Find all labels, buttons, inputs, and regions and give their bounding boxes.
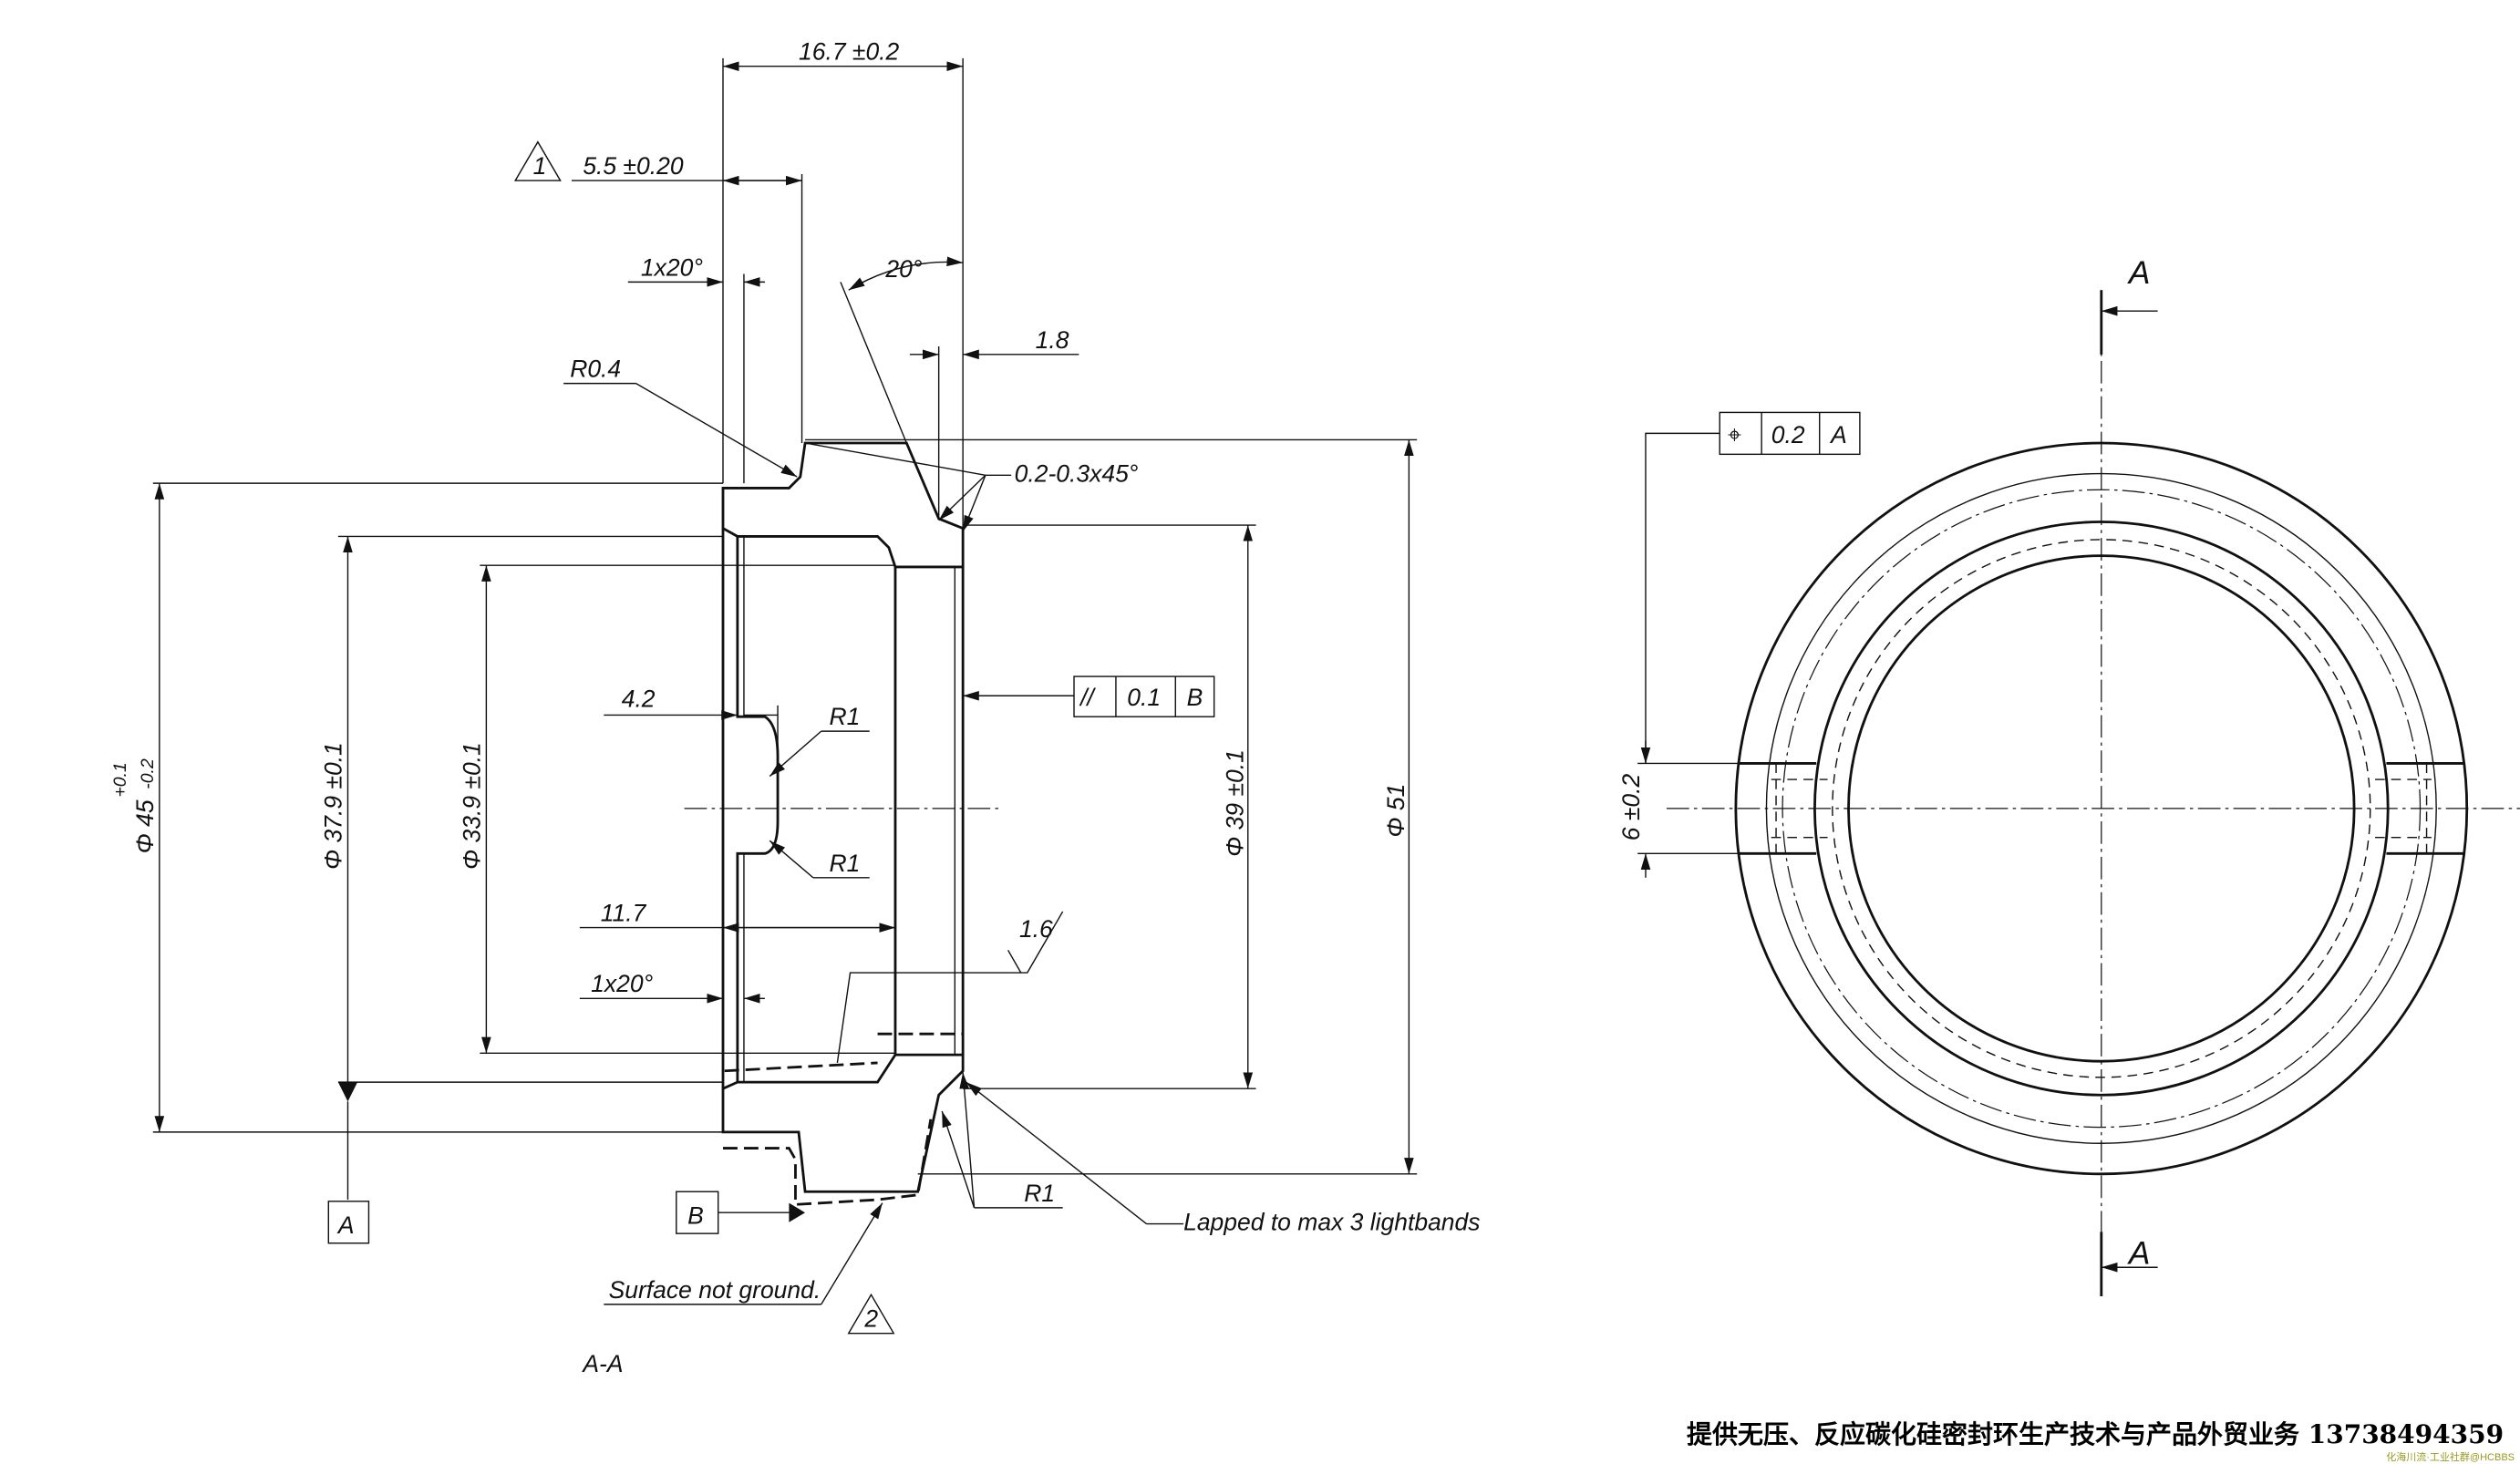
position-datum: A: [1829, 421, 1847, 448]
footer-note: 提供无压、反应碳化硅密封环生产技术与产品外贸业务 13738494359: [1687, 1419, 2505, 1449]
note-2-marker: 2: [863, 1305, 878, 1333]
dim-groove-radius-2: R1: [830, 850, 861, 877]
bore-outline: [736, 536, 780, 1083]
lower-section-hatch: [721, 1053, 965, 1193]
dim-chamfer-top: 1x20°: [641, 253, 703, 281]
dim-dia-33-9: Φ 33.9 ±0.1: [458, 742, 485, 870]
section-view: 16.7 ±0.2 5.5 ±0.20 1 1x20° 20° 1.8 R0.4…: [110, 38, 1481, 1377]
note-1-marker: 1: [533, 152, 547, 180]
datum-a-label: A: [336, 1211, 355, 1239]
dim-dia-45-lower-tol: -0.2: [138, 758, 158, 789]
dim-dia-37-9: Φ 37.9 ±0.1: [319, 742, 346, 870]
section-label-top: A: [2127, 255, 2151, 291]
note-1-triangle: [513, 140, 562, 181]
parallelism-symbol: //: [1079, 684, 1096, 711]
parallelism-datum: B: [1187, 684, 1203, 711]
dim-bore-length: 11.7: [601, 900, 647, 927]
upper-section-hatch: [721, 441, 965, 569]
roughness-value: 1.6: [1019, 915, 1053, 943]
parallelism-frame: // 0.1 B: [1073, 675, 1215, 717]
dim-dia-45: Φ 45: [131, 799, 159, 853]
dim-chamfer-bottom: 1x20°: [591, 970, 653, 997]
dim-dia-51: Φ 51: [1382, 784, 1410, 838]
datum-b-label: B: [687, 1202, 704, 1230]
dim-radius-bottom: R1: [1024, 1180, 1055, 1207]
surface-not-ground-note: Surface not ground.: [609, 1276, 821, 1304]
section-label-bottom: A: [2127, 1236, 2151, 1272]
dim-slot-width: 6 ±0.2: [1617, 774, 1645, 841]
position-value: 0.2: [1771, 421, 1805, 448]
section-title: A-A: [581, 1350, 623, 1377]
note-2-triangle: [847, 1293, 895, 1335]
position-symbol-icon: ⌖: [1728, 421, 1741, 448]
dim-dia-45-upper-tol: +0.1: [110, 762, 130, 797]
parallelism-value: 0.1: [1127, 684, 1161, 711]
dim-groove-depth: 4.2: [622, 686, 656, 713]
dim-radius-top: R0.4: [570, 356, 621, 383]
dim-groove-radius-1: R1: [830, 703, 861, 730]
position-tolerance-frame: ⌖ 0.2 A: [1719, 411, 1861, 456]
end-view: A A ⌖ 0.2 A 6 ±0.2: [1617, 255, 2520, 1297]
dim-dia-39: Φ 39 ±0.1: [1221, 749, 1248, 857]
lapped-note: Lapped to max 3 lightbands: [1183, 1209, 1480, 1236]
dim-angle: 20°: [884, 255, 922, 283]
watermark: 化海川流·工业社群@HCBBS: [2386, 1452, 2515, 1463]
dim-step: 1.8: [1036, 326, 1069, 354]
dim-edge-chamfer: 0.2-0.3x45°: [1015, 459, 1139, 487]
dim-overall-width: 16.7 ±0.2: [799, 38, 900, 66]
dim-flange-width: 5.5 ±0.20: [583, 152, 684, 180]
